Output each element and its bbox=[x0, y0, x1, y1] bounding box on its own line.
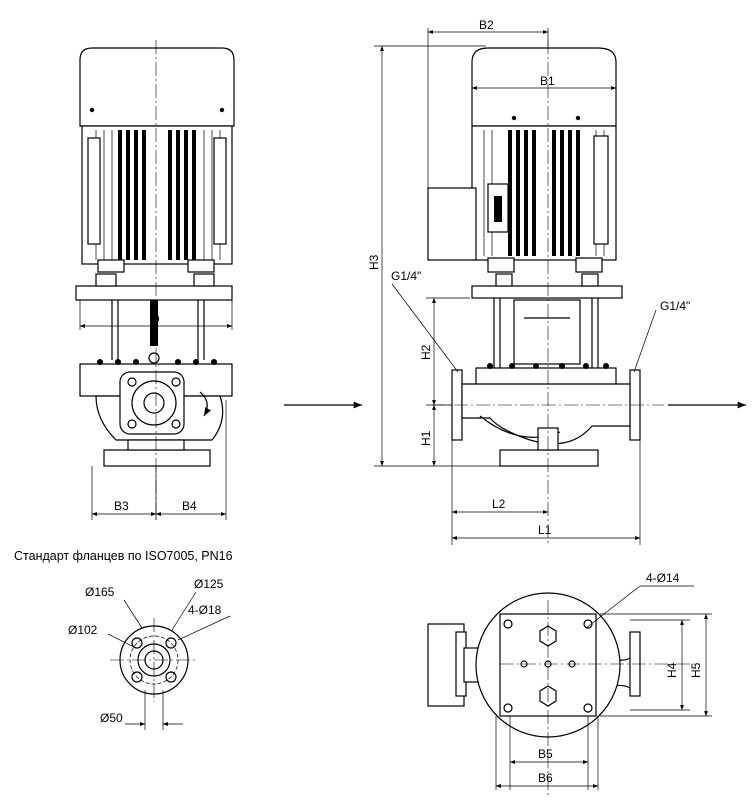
terminal-box bbox=[427, 187, 477, 261]
coupling-guard bbox=[513, 299, 581, 365]
dim-b3: B3 bbox=[114, 499, 129, 513]
dim-h3: H3 bbox=[367, 254, 381, 270]
label-g-right: G1/4" bbox=[660, 299, 690, 313]
side-view-dimensions bbox=[79, 300, 233, 520]
suction-flange bbox=[119, 371, 185, 435]
flange-standard-caption: Стандарт фланцев по ISO7005, PN16 bbox=[14, 549, 233, 563]
dim-h1: H1 bbox=[419, 430, 433, 446]
flange-holes: 4-Ø18 bbox=[188, 603, 222, 617]
dim-h4: H4 bbox=[665, 662, 679, 678]
dim-b6: B6 bbox=[538, 771, 553, 785]
dim-b1: B1 bbox=[540, 74, 555, 88]
front-view-dimensions bbox=[374, 28, 657, 545]
motor-body bbox=[81, 125, 233, 265]
front-view bbox=[427, 40, 664, 545]
dim-l2: L2 bbox=[492, 497, 506, 511]
dim-h5: H5 bbox=[689, 662, 703, 678]
motor-cooling-fins bbox=[483, 130, 609, 256]
label-base-holes: 4-Ø14 bbox=[646, 571, 680, 585]
pump-base bbox=[499, 449, 599, 467]
dim-b4: B4 bbox=[182, 499, 197, 513]
flange-detail bbox=[107, 591, 231, 730]
top-view-dimensions bbox=[495, 585, 712, 790]
side-view bbox=[75, 40, 235, 520]
dim-h2: H2 bbox=[419, 344, 433, 360]
flange-d102: Ø102 bbox=[68, 623, 98, 637]
flange-d165: Ø165 bbox=[85, 585, 115, 599]
dim-b5: B5 bbox=[538, 747, 553, 761]
motor-fan-cover bbox=[79, 47, 235, 127]
top-view bbox=[427, 592, 700, 795]
dim-l1: L1 bbox=[538, 523, 552, 537]
lantern-flange bbox=[471, 285, 623, 299]
flange-d50: Ø50 bbox=[100, 711, 123, 725]
pump-base bbox=[103, 449, 211, 467]
dim-d: D bbox=[151, 312, 160, 326]
motor-cooling-fins bbox=[87, 130, 227, 260]
label-g-left: G1/4" bbox=[391, 269, 421, 283]
dim-b2: B2 bbox=[479, 18, 494, 32]
flange-d125: Ø125 bbox=[194, 577, 224, 591]
lantern-flange bbox=[75, 285, 233, 301]
